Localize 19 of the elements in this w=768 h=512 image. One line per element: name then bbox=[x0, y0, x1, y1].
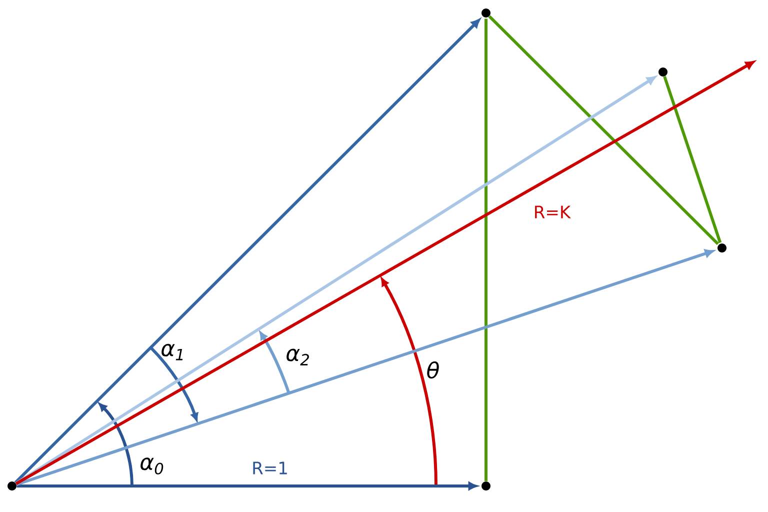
arrow bbox=[16, 249, 714, 486]
angle-label: α$_{1}$ bbox=[162, 344, 183, 360]
line bbox=[663, 76, 722, 244]
point-dot bbox=[8, 482, 16, 490]
point-dot bbox=[718, 244, 726, 252]
edge-label: R=1 bbox=[250, 460, 290, 476]
angle-label: α$_{2}$ bbox=[286, 348, 309, 366]
point-dot bbox=[658, 68, 668, 76]
arrow bbox=[15, 61, 754, 485]
point-dot bbox=[482, 482, 490, 490]
line bbox=[484, 18, 488, 482]
arrow bbox=[14, 19, 480, 484]
angle-label: θ bbox=[427, 361, 439, 379]
edge-label: R=K bbox=[532, 204, 572, 220]
arrow bbox=[15, 76, 656, 485]
arrow bbox=[16, 482, 478, 490]
point-dot bbox=[482, 8, 490, 18]
line bbox=[488, 15, 720, 246]
angle-label: α$_{0}$ bbox=[140, 458, 164, 474]
